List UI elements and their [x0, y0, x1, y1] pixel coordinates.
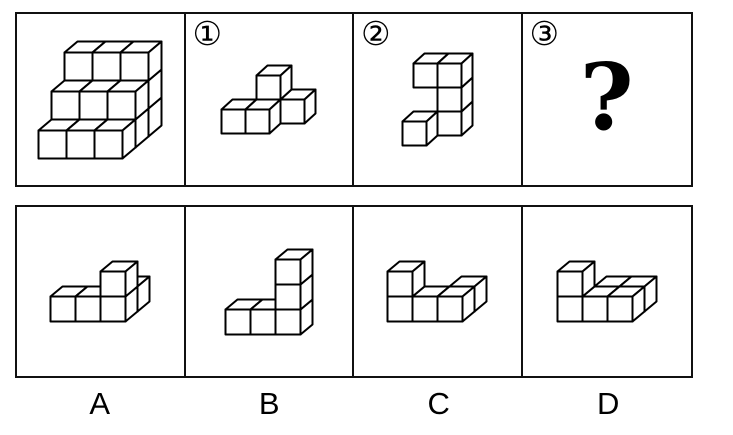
- cube-figure-piece-2: [401, 52, 474, 147]
- option-letters: A B C D: [15, 382, 693, 425]
- cube-puzzle: ① ② ③ ? A B C D: [15, 12, 693, 425]
- options-row: [15, 205, 693, 378]
- cube-figure-option-d: [556, 260, 658, 323]
- cube-figure-option-a: [49, 260, 151, 323]
- cell-option-d: [523, 207, 692, 376]
- cell-option-b: [186, 207, 354, 376]
- cell-answer-slot: ③ ?: [523, 14, 692, 185]
- cube-figure-option-b: [224, 248, 314, 335]
- cell-stimulus: [17, 14, 186, 185]
- circled-number-3: ③: [529, 14, 560, 53]
- question-mark: ?: [579, 42, 634, 151]
- cube-figure-stimulus: [37, 40, 163, 159]
- circled-number-1: ①: [192, 14, 223, 53]
- cell-piece-1: ①: [186, 14, 354, 185]
- option-letter-b: B: [258, 386, 280, 421]
- puzzle-top-row: ① ② ③ ?: [15, 12, 693, 187]
- cell-option-a: [17, 207, 186, 376]
- circled-number-2: ②: [361, 14, 391, 53]
- cube-figure-option-c: [386, 260, 488, 323]
- option-letter-a: A: [89, 386, 111, 421]
- option-letter-d: D: [597, 386, 620, 421]
- cell-piece-2: ②: [354, 14, 523, 185]
- cell-option-c: [354, 207, 523, 376]
- cube-figure-piece-1: [220, 64, 317, 135]
- option-letter-c: C: [427, 386, 450, 421]
